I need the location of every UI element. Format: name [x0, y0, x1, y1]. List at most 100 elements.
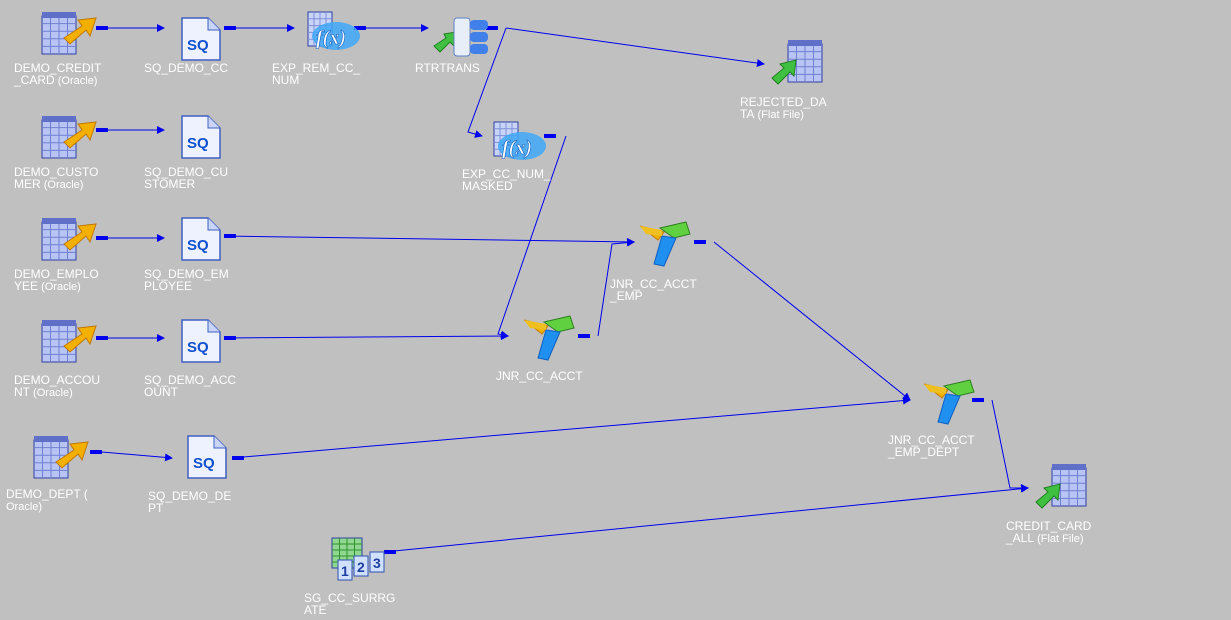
- svg-text:f(x): f(x): [502, 137, 532, 159]
- svg-text:f(x): f(x): [316, 27, 346, 49]
- source-qualifier-icon: SQ: [178, 115, 228, 166]
- transformation-src-acct[interactable]: [38, 316, 98, 371]
- node-label-text: REJECTED_DA TA: [740, 95, 827, 121]
- node-label-text: JNR_CC_ACCT _EMP: [610, 277, 697, 303]
- output-port[interactable]: [96, 236, 108, 240]
- source-table-icon: [38, 12, 98, 62]
- node-label-text: DEMO_ACCOU NT: [14, 373, 101, 399]
- expression-icon: f(x): [302, 11, 362, 58]
- node-label: DEMO_DEPT ( Oracle): [6, 488, 88, 513]
- node-sublabel: (Oracle): [30, 387, 73, 399]
- node-label-text: DEMO_CREDIT _CARD: [14, 61, 102, 87]
- output-port[interactable]: [354, 26, 366, 30]
- svg-text:3: 3: [373, 555, 381, 571]
- transformation-sq-emp[interactable]: SQ: [178, 214, 228, 269]
- node-sublabel: (Oracle): [40, 179, 84, 191]
- transformation-jnr-dept[interactable]: [922, 376, 978, 431]
- link-src-dept-to-sq-dept[interactable]: [101, 451, 173, 462]
- link-jnr-acct-to-jnr-emp[interactable]: [597, 238, 635, 337]
- node-label: SG_CC_SURRG ATE: [304, 592, 395, 616]
- transformation-sq-cust[interactable]: SQ: [178, 112, 228, 167]
- link-jnr-emp-to-jnr-dept[interactable]: [713, 241, 911, 401]
- node-label: EXP_REM_CC_ NUM: [272, 62, 360, 86]
- output-port[interactable]: [96, 336, 108, 340]
- source-qualifier-icon: SQ: [178, 17, 228, 68]
- node-sublabel: (Oracle): [38, 281, 81, 293]
- output-port[interactable]: [384, 550, 396, 554]
- source-qualifier-icon: SQ: [184, 435, 234, 486]
- node-label-text: DEMO_CUSTO MER: [14, 165, 99, 191]
- node-label: SQ_DEMO_EM PLOYEE: [144, 268, 229, 292]
- link-rtr-to-exp-mask[interactable]: [467, 27, 507, 138]
- output-port[interactable]: [486, 26, 498, 30]
- node-label: SQ_DEMO_CU STOMER: [144, 166, 228, 190]
- node-label-text: SQ_DEMO_CU STOMER: [144, 165, 229, 191]
- node-label-text: SQ_DEMO_CC: [144, 61, 229, 75]
- output-port[interactable]: [224, 234, 236, 238]
- transformation-src-dept[interactable]: [30, 432, 90, 487]
- joiner-icon: [522, 315, 578, 366]
- link-sq-emp-to-jnr-emp[interactable]: [223, 235, 635, 246]
- link-sq-dept-to-jnr-dept[interactable]: [231, 396, 911, 459]
- output-port[interactable]: [224, 26, 236, 30]
- node-label: DEMO_CUSTO MER (Oracle): [14, 166, 98, 191]
- transformation-jnr-emp[interactable]: [638, 218, 694, 273]
- svg-text:SQ: SQ: [187, 135, 209, 152]
- output-port[interactable]: [224, 336, 236, 340]
- transformation-exp-mask[interactable]: f(x): [488, 118, 548, 169]
- svg-text:2: 2: [357, 559, 365, 575]
- output-port[interactable]: [578, 334, 590, 338]
- transformation-seq[interactable]: 1 2 3: [330, 536, 390, 589]
- node-label-text: DEMO_EMPLO YEE: [14, 267, 99, 293]
- node-label-text: DEMO_DEPT (: [6, 487, 88, 501]
- node-label-text: EXP_REM_CC_ NUM: [272, 61, 361, 87]
- node-label: JNR_CC_ACCT _EMP: [610, 278, 697, 302]
- output-port[interactable]: [90, 450, 102, 454]
- transformation-src-cust[interactable]: [38, 112, 98, 167]
- output-port[interactable]: [232, 456, 244, 460]
- transformation-rtr[interactable]: [432, 14, 492, 65]
- output-port[interactable]: [972, 398, 984, 402]
- source-table-icon: [38, 116, 98, 166]
- link-jnr-dept-to-tgt-all[interactable]: [991, 399, 1029, 492]
- output-port[interactable]: [96, 128, 108, 132]
- node-label: CREDIT_CARD _ALL (Flat File): [1006, 520, 1091, 545]
- node-label: EXP_CC_NUM_ MASKED: [462, 168, 551, 192]
- link-sq-acct-to-jnr-acct[interactable]: [223, 332, 509, 341]
- transformation-src-emp[interactable]: [38, 214, 98, 269]
- svg-text:SQ: SQ: [187, 37, 209, 54]
- link-rtr-to-tgt-rej[interactable]: [505, 27, 765, 67]
- node-sublabel: (Flat File): [1034, 533, 1084, 545]
- transformation-tgt-rej[interactable]: [768, 38, 828, 93]
- expression-icon: f(x): [488, 121, 548, 168]
- source-table-icon: [38, 320, 98, 370]
- svg-text:SQ: SQ: [193, 455, 215, 472]
- node-label: JNR_CC_ACCT: [496, 370, 583, 382]
- output-port[interactable]: [96, 26, 108, 30]
- transformation-tgt-all[interactable]: [1032, 462, 1092, 517]
- source-table-icon: [38, 218, 98, 268]
- transformation-src-cc[interactable]: [38, 8, 98, 63]
- node-label-text: EXP_CC_NUM_ MASKED: [462, 167, 551, 193]
- node-label-text: RTRTRANS: [415, 61, 480, 75]
- output-port[interactable]: [694, 240, 706, 244]
- transformation-sq-acct[interactable]: SQ: [178, 316, 228, 371]
- node-label-text: SG_CC_SURRG ATE: [304, 591, 396, 617]
- node-sublabel: (Flat File): [754, 109, 804, 121]
- svg-text:SQ: SQ: [187, 237, 209, 254]
- node-label: SQ_DEMO_DE PT: [148, 490, 231, 514]
- transformation-sq-dept[interactable]: SQ: [184, 432, 234, 487]
- target-table-icon: [1032, 464, 1092, 516]
- node-label-text: CREDIT_CARD _ALL: [1006, 519, 1092, 545]
- node-label-text: SQ_DEMO_ACC OUNT: [144, 373, 237, 399]
- node-label-text: SQ_DEMO_EM PLOYEE: [144, 267, 229, 293]
- output-port[interactable]: [544, 134, 556, 138]
- node-label: RTRTRANS: [415, 62, 480, 74]
- transformation-sq-cc[interactable]: SQ: [178, 14, 228, 69]
- transformation-jnr-acct[interactable]: [522, 312, 578, 367]
- transformation-exp-rem[interactable]: f(x): [302, 8, 362, 59]
- router-icon: [432, 17, 492, 64]
- link-seq-to-tgt-all[interactable]: [383, 484, 1029, 553]
